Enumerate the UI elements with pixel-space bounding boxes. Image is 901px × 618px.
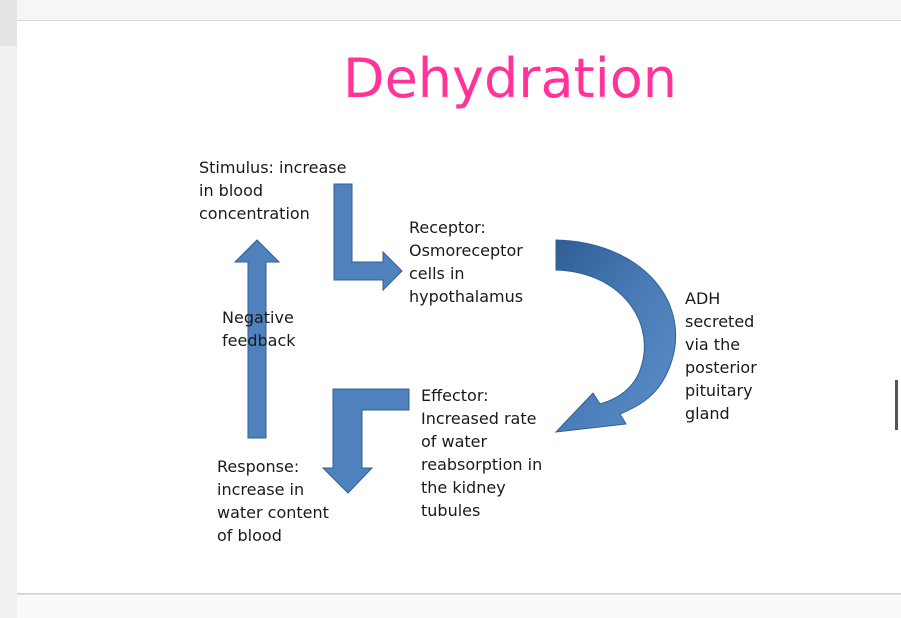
effector-label: Effector: Increased rate of water reabso… (421, 386, 543, 520)
left-gutter (0, 0, 17, 618)
slide-title: Dehydration (343, 47, 677, 110)
thumbnail-strip[interactable] (0, 0, 17, 46)
scrollbar-thumb[interactable] (895, 380, 898, 430)
slide (17, 21, 901, 594)
previous-slide-edge (17, 0, 901, 21)
stimulus-label: Stimulus: increase in blood concentratio… (199, 158, 347, 223)
receptor-label: Receptor: Osmoreceptor cells in hypothal… (409, 218, 524, 306)
negative-feedback-label: Negative feedback (222, 308, 296, 350)
next-slide-edge (17, 594, 901, 618)
adh-label: ADH secreted via the posterior pituitary… (685, 289, 757, 423)
response-label: Response: increase in water content of b… (217, 457, 329, 545)
